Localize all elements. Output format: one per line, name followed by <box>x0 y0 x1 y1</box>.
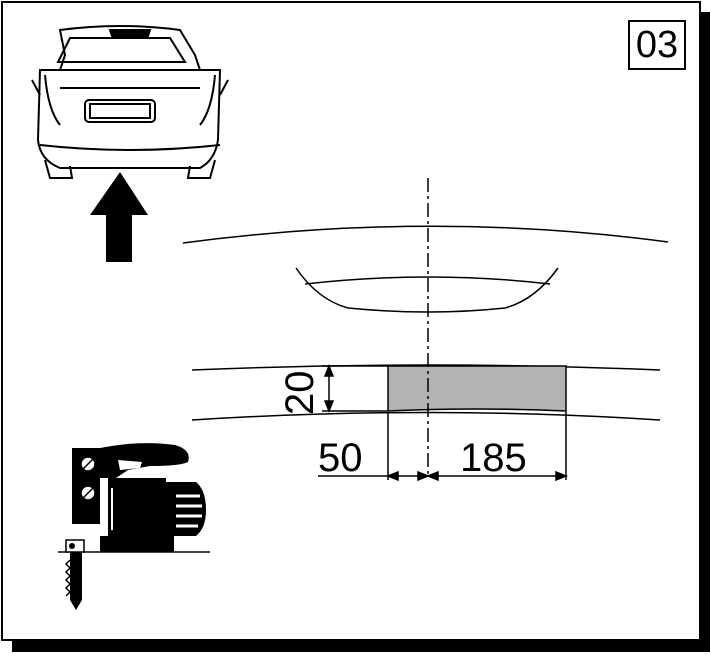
jigsaw-icon <box>58 443 210 610</box>
cut-area <box>387 365 567 412</box>
dimension-label-left: 50 <box>318 436 363 480</box>
arrow-up-icon <box>90 172 148 262</box>
dimension-vertical <box>322 363 388 414</box>
dimension-label-cut-width: 185 <box>460 436 527 480</box>
dimension-horizontal <box>318 412 569 482</box>
dimension-label-vertical: 20 <box>278 370 322 416</box>
car-rear-icon <box>31 25 229 179</box>
step-number: 03 <box>628 20 686 70</box>
